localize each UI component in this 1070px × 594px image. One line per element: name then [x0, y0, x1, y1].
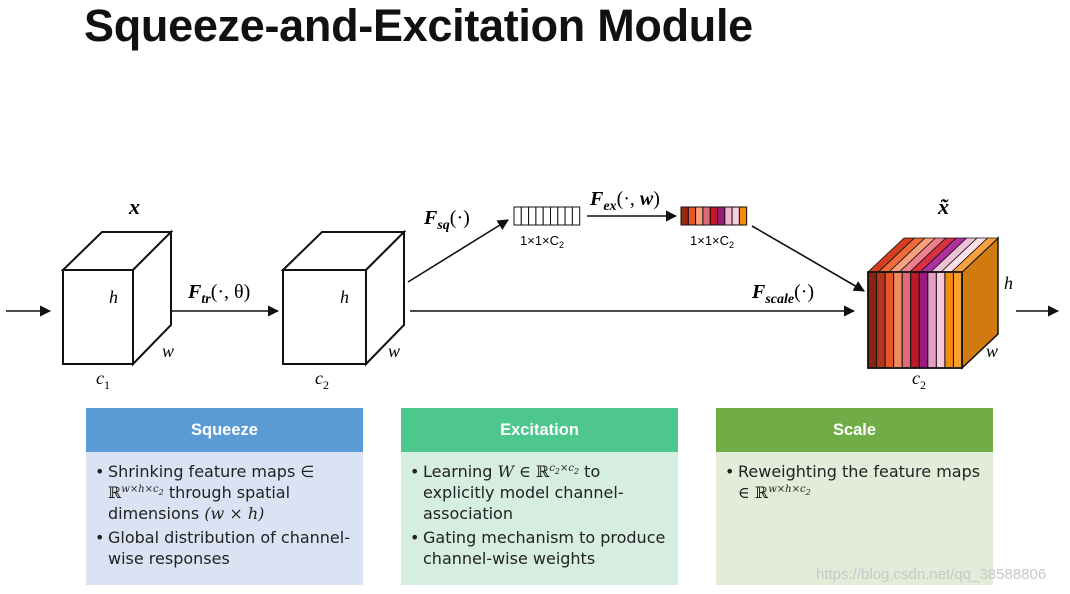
excitation-bullet-2: Gating mechanism to produce channel-wise…	[409, 527, 668, 569]
vec2-label: 1×1×C2	[690, 233, 734, 250]
vec2-cell	[738, 206, 748, 226]
vec1-cell	[542, 206, 552, 226]
vec1-cell	[557, 206, 566, 226]
excitation-box: Excitation Learning W ∈ ℝc2×c2 toexplici…	[401, 408, 678, 585]
cube3-channel-slice	[910, 271, 920, 369]
cube2-h-label: h	[340, 287, 349, 307]
vec2-cell	[695, 206, 704, 226]
vec2-cell	[717, 206, 726, 226]
cube3-channel-slice	[876, 271, 886, 369]
squeezed-vector	[513, 206, 581, 226]
vec1-label: 1×1×C2	[520, 233, 564, 250]
cube1-w-label: w	[162, 341, 174, 361]
cube3-front-outline	[867, 271, 963, 369]
scaled-cube	[866, 236, 1000, 370]
vec2-cell	[702, 206, 711, 226]
vec1-cell	[571, 206, 581, 226]
ftr-label: Ftr(·, θ)	[187, 281, 250, 307]
fsq-label: Fsq(·)	[423, 207, 470, 233]
vec2-cell	[680, 206, 689, 226]
page-title: Squeeze-and-Excitation Module	[84, 0, 753, 51]
transformed-cube	[280, 229, 407, 367]
scale-header: Scale	[716, 408, 993, 452]
vec1-cell	[535, 206, 544, 226]
vec1-cell	[550, 206, 559, 226]
fsq-arrow	[407, 219, 509, 283]
cube3-channel-slice	[952, 271, 963, 369]
fex-label: Fex(·, w)	[589, 188, 660, 214]
vec2-cell	[709, 206, 719, 226]
cube1-c-label: c1	[96, 368, 110, 392]
se-module-diagram: x h w c1 Ftr(·, θ) h w c2 Fsq(·) 1×1×C2 …	[6, 188, 1060, 392]
cube3-h-label: h	[1004, 273, 1013, 293]
excitation-header: Excitation	[401, 408, 678, 452]
cube2-c-label: c2	[315, 368, 329, 392]
input-cube	[60, 229, 174, 367]
vec1-cell	[528, 206, 537, 226]
vec1-cell	[564, 206, 573, 226]
x-tilde-label: x̃	[937, 194, 949, 219]
fscale-label: Fscale(·)	[751, 281, 814, 307]
vec2-cell	[724, 206, 733, 226]
cube3-channel-slice	[927, 271, 937, 369]
vec1-cell	[513, 206, 522, 226]
scale-body: Reweighting the feature maps∈ ℝw×h×c2	[716, 452, 993, 585]
cube3-channel-slice	[884, 271, 895, 369]
squeeze-body: Shrinking feature maps ∈ℝw×h×c2 through …	[86, 452, 363, 585]
vec2-cell	[687, 206, 697, 226]
squeeze-bullet-1: Shrinking feature maps ∈ℝw×h×c2 through …	[94, 461, 353, 524]
cube3-channel-slice	[944, 271, 954, 369]
scale-weight-arrow	[751, 225, 865, 292]
cube3-w-label: w	[986, 341, 998, 361]
cube2-w-label: w	[388, 341, 400, 361]
x-label: x	[128, 194, 140, 219]
cube3-channel-slice	[867, 271, 878, 369]
squeeze-box: Squeeze Shrinking feature maps ∈ℝw×h×c2 …	[86, 408, 363, 585]
vec1-cell	[520, 206, 530, 226]
cube3-c-label: c2	[912, 368, 926, 392]
cube1-h-label: h	[109, 287, 118, 307]
excitation-vector	[680, 206, 748, 226]
cube3-channel-slice	[893, 271, 903, 369]
watermark: https://blog.csdn.net/qq_38588806	[816, 566, 1047, 583]
squeeze-bullet-2: Global distribution of channel-wise resp…	[94, 527, 353, 569]
scale-bullet-1: Reweighting the feature maps∈ ℝw×h×c2	[724, 461, 983, 503]
squeeze-header: Squeeze	[86, 408, 363, 452]
cube3-channel-slice	[901, 271, 912, 369]
cube3-channel-slice	[935, 271, 946, 369]
cube3-channel-slice	[918, 271, 929, 369]
scale-box: Scale Reweighting the feature maps∈ ℝw×h…	[716, 408, 993, 585]
vec2-cell	[731, 206, 740, 226]
